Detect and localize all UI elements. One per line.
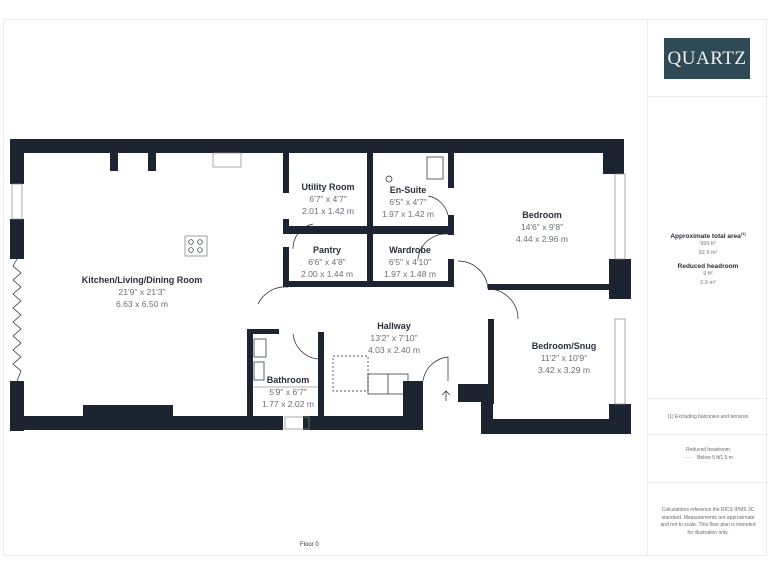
room-dim-imperial: 11'2" x 10'9" xyxy=(541,353,588,363)
room-name: Utility Room xyxy=(302,182,355,192)
room-name: Kitchen/Living/Dining Room xyxy=(82,275,203,285)
room-name: Bedroom/Snug xyxy=(532,341,597,351)
room-dim-imperial: 13'2" x 7'10" xyxy=(370,333,417,343)
footnote-text: (1) Excluding balconies and terraces xyxy=(667,414,749,420)
area-section: Approximate total area(1) 999 ft² 92.9 m… xyxy=(648,97,768,399)
room-dim-metric: 1.97 x 1.48 m xyxy=(384,269,436,279)
disclaimer-text: Calculations reference the RICS IPMS 3C … xyxy=(660,507,756,536)
room-dim-metric: 6.63 x 6.50 m xyxy=(116,299,168,309)
room-name: Bedroom xyxy=(522,210,562,220)
room-dim-metric: 1.77 x 2.02 m xyxy=(262,399,314,409)
room-dim-imperial: 21'9" x 21'3" xyxy=(118,287,165,297)
legend-title: Reduced headroom xyxy=(686,447,730,453)
legend-text: Below 5 ft/1.5 m xyxy=(697,454,733,461)
area-footnote-mark: (1) xyxy=(740,231,746,236)
info-sidebar: QUARTZ Approximate total area(1) 999 ft²… xyxy=(647,19,768,556)
room-dim-imperial: 6'5" x 4'10" xyxy=(389,257,431,267)
brand-logo: QUARTZ xyxy=(664,38,750,79)
floor-plan: Kitchen/Living/Dining Room 21'9" x 21'3"… xyxy=(3,19,648,556)
room-dim-metric: 4.44 x 2.96 m xyxy=(516,234,568,244)
legend-section: Reduced headroom ------Below 5 ft/1.5 m xyxy=(648,435,768,483)
room-labels: Kitchen/Living/Dining Room 21'9" x 21'3"… xyxy=(82,182,597,409)
room-name: Pantry xyxy=(313,245,341,255)
page-frame xyxy=(3,19,767,556)
room-dim-imperial: 6'6" x 4'8" xyxy=(308,257,346,267)
room-name: Hallway xyxy=(377,321,411,331)
area-m: 92.9 m² xyxy=(698,250,718,257)
reduced-m: 0.9 m² xyxy=(700,280,716,287)
room-name: En-Suite xyxy=(390,185,427,195)
reduced-ft: 9 ft² xyxy=(703,271,713,278)
room-dim-metric: 2.01 x 1.42 m xyxy=(302,206,354,216)
room-dim-metric: 1.97 x 1.42 m xyxy=(382,209,434,219)
disclaimer-section: Calculations reference the RICS IPMS 3C … xyxy=(648,483,768,556)
room-dim-imperial: 6'7" x 4'7" xyxy=(309,194,347,204)
floor-label: Floor 0 xyxy=(300,542,319,548)
floor-plan-drawing: Kitchen/Living/Dining Room 21'9" x 21'3"… xyxy=(10,139,631,434)
area-ft: 999 ft² xyxy=(700,241,716,248)
fixtures xyxy=(11,152,626,430)
room-name: Bathroom xyxy=(267,375,310,385)
room-dim-imperial: 14'6" x 9'8" xyxy=(521,222,563,232)
room-dim-metric: 4.03 x 2.40 m xyxy=(368,345,420,355)
room-dim-imperial: 6'5" x 4'7" xyxy=(389,197,427,207)
dashed-line-icon: ------ xyxy=(683,454,694,461)
room-name: Wardrobe xyxy=(389,245,431,255)
room-dim-imperial: 5'9" x 6'7" xyxy=(269,387,307,397)
footnote-section: (1) Excluding balconies and terraces xyxy=(648,399,768,435)
room-dim-metric: 3.42 x 3.29 m xyxy=(538,365,590,375)
reduced-title: Reduced headroom xyxy=(677,263,739,271)
room-dim-metric: 2.00 x 1.44 m xyxy=(301,269,353,279)
area-title: Approximate total area xyxy=(670,233,741,241)
walls xyxy=(10,139,631,434)
logo-section: QUARTZ xyxy=(648,19,768,97)
